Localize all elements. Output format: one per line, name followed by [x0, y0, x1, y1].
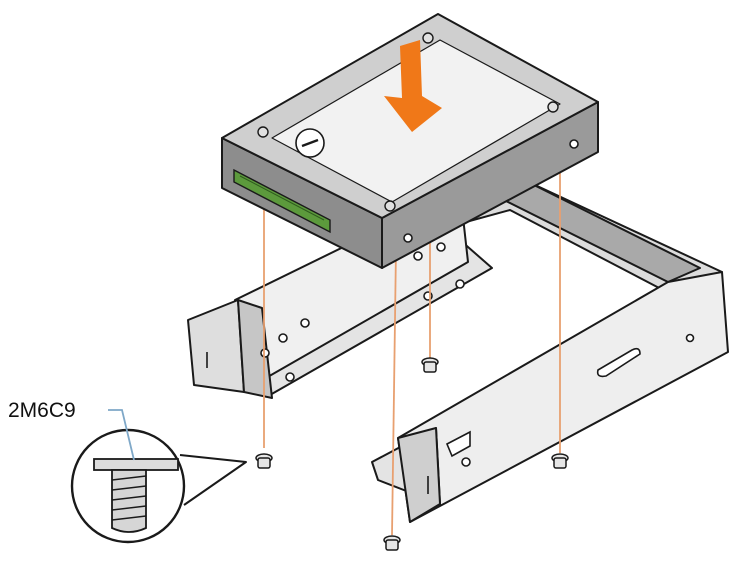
bracket-hole	[436, 242, 446, 252]
screw-icon	[551, 453, 569, 469]
bracket-hole	[455, 279, 465, 289]
bracket-hole	[413, 251, 423, 261]
screw-thread-line	[111, 505, 147, 511]
screw-icon	[421, 357, 439, 373]
screws	[255, 357, 569, 551]
screw-icon	[383, 535, 401, 551]
screw-body	[257, 457, 271, 469]
drive-side-hole	[569, 139, 579, 149]
part-number-label: 2M6C9	[8, 399, 76, 422]
bracket-hole	[461, 457, 471, 467]
sata-connector-pins	[239, 175, 325, 221]
bracket-keyhole	[445, 430, 471, 458]
screw-icon	[255, 453, 273, 469]
drive-logo-mark	[301, 138, 319, 148]
screw-thread-line	[111, 495, 147, 501]
screw-thread-line	[111, 475, 147, 481]
screw-thread-line	[111, 515, 147, 521]
bracket-hole	[685, 333, 695, 343]
callout-pointer	[179, 454, 247, 506]
bracket-left-front-tab	[187, 299, 245, 393]
drive-top-screws	[257, 32, 559, 212]
down-arrow-icon	[384, 40, 442, 132]
connector-pin-line	[239, 175, 325, 221]
drive-logo-icon	[295, 128, 325, 158]
callout-screw-head	[93, 458, 179, 471]
callout-screw-threads	[111, 475, 147, 521]
screw-thread-line	[111, 485, 147, 491]
bracket-right-front-flange	[397, 427, 441, 523]
bracket-right-inner-wall	[499, 177, 701, 283]
drive-top-screw	[384, 200, 396, 212]
drive-bracket	[187, 177, 729, 523]
screw-body	[385, 539, 399, 551]
bracket-right-side-plate	[397, 271, 729, 523]
bracket-hole	[300, 318, 310, 328]
part-number-leader-line	[108, 409, 135, 461]
bracket-hole	[260, 348, 270, 358]
drive-top-screw	[422, 32, 434, 44]
drive-side-hole	[403, 233, 413, 243]
screw-body	[423, 361, 437, 373]
bracket-hole	[285, 372, 295, 382]
bracket-hole	[278, 333, 288, 343]
screw-body	[553, 457, 567, 469]
drive-side-holes	[403, 139, 579, 243]
magnifier-callout-icon	[70, 428, 247, 544]
drive-top-screw	[257, 126, 269, 138]
bracket-slot	[596, 347, 641, 378]
bracket-holes	[206, 242, 695, 494]
screw-guide-lines	[263, 148, 561, 536]
drive-top-screw	[547, 101, 559, 113]
guide-line	[391, 247, 397, 536]
